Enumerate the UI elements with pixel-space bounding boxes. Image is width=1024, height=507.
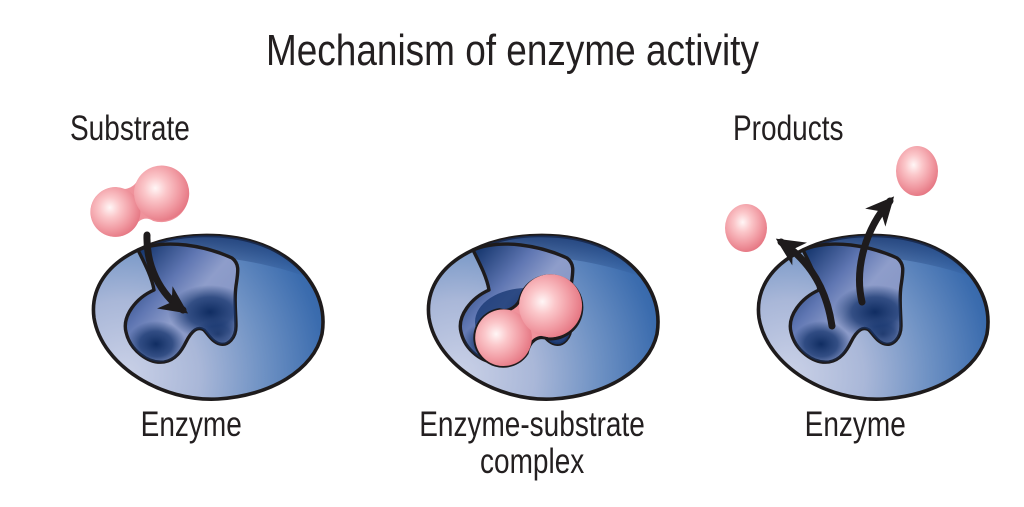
bound-substrate-molecule <box>459 262 595 379</box>
enzyme-left-label: Enzyme <box>140 405 242 444</box>
enzyme-left <box>93 235 323 399</box>
arrow-product-left-icon <box>775 238 836 330</box>
enzyme-substrate-complex <box>459 262 595 379</box>
enzyme-right-label: Enzyme <box>804 405 906 444</box>
substrate-molecule <box>82 159 196 244</box>
enzyme-right <box>758 235 988 399</box>
product-molecule-left <box>725 204 767 252</box>
arrow-substrate-into-enzyme-icon <box>143 231 189 314</box>
arrow-product-right-icon <box>856 196 895 306</box>
substrate-label: Substrate <box>70 109 190 148</box>
products-label: Products <box>733 109 844 148</box>
product-molecule-right <box>896 146 938 196</box>
enzyme-substrate-complex-label: Enzyme-substrate complex <box>419 405 645 481</box>
page-title: Mechanism of enzyme activity <box>265 26 759 75</box>
